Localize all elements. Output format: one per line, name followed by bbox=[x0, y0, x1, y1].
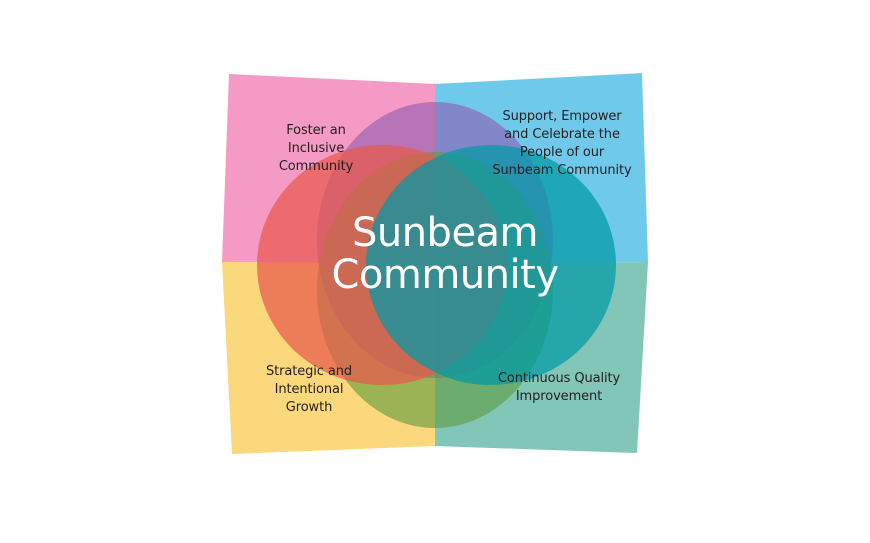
teal-circle bbox=[366, 145, 616, 385]
center-title: Sunbeam Community bbox=[331, 210, 559, 299]
overlapping-circles bbox=[257, 102, 616, 428]
quadrant-label-continuous-quality-improvement: Continuous Quality Improvement bbox=[497, 371, 621, 404]
quadrant-label-foster-inclusive-community: Foster an Inclusive Community bbox=[278, 123, 354, 174]
quadrant-label-strategic-intentional-growth: Strategic and Intentional Growth bbox=[265, 364, 353, 415]
quadrant-label-support-empower-celebrate: Support, Empower and Celebrate the Peopl… bbox=[492, 109, 632, 178]
